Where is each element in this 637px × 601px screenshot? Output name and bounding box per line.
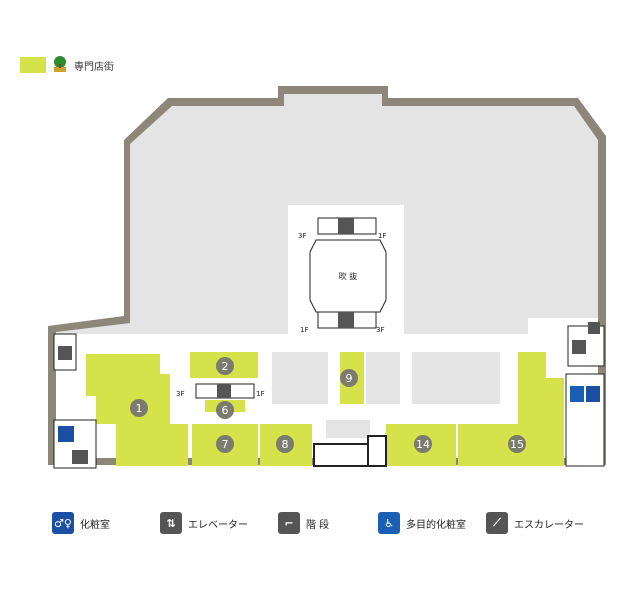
shop-number-8: 8 bbox=[282, 438, 289, 451]
legend-accessible: ♿ 多目的化粧室 bbox=[378, 512, 466, 534]
service-room-2 bbox=[367, 435, 387, 467]
bottom-legend: ♂♀ 化粧室 ⇅ エレベーター ⌐ 階 段 ♿ 多目的化粧室 ⟋ エスカレーター bbox=[0, 512, 637, 542]
accessible-restroom-icon: ♿ bbox=[378, 512, 400, 534]
shop-badge-15 bbox=[508, 435, 526, 453]
escalator-shop6-icon bbox=[217, 384, 231, 398]
shop-number-7: 7 bbox=[222, 438, 229, 451]
shop-badge-2 bbox=[216, 357, 234, 375]
shop-number-15: 15 bbox=[510, 438, 524, 451]
shop-number-1: 1 bbox=[136, 402, 143, 415]
specialty-swatch bbox=[20, 57, 46, 73]
legend-top: 専門店街 bbox=[20, 56, 114, 74]
box-d bbox=[326, 420, 370, 438]
left-elevator-icon bbox=[58, 346, 72, 360]
shop-badge-6 bbox=[216, 401, 234, 419]
service-room bbox=[313, 443, 371, 467]
left-stairs-icon bbox=[72, 450, 88, 464]
shop-badge-8 bbox=[276, 435, 294, 453]
legend-escalator: ⟋ エスカレーター bbox=[486, 512, 584, 534]
elevator-icon: ⇅ bbox=[160, 512, 182, 534]
box-c bbox=[412, 352, 500, 404]
box-a bbox=[272, 352, 328, 404]
shop-badge-7 bbox=[216, 435, 234, 453]
shop-badge-1 bbox=[130, 399, 148, 417]
legend-elevator: ⇅ エレベーター bbox=[160, 512, 248, 534]
esc-shop6-left-label: 3F bbox=[176, 390, 184, 398]
escalator-icon: ⟋ bbox=[486, 512, 508, 534]
shop-number-14: 14 bbox=[416, 438, 430, 451]
esc-upper-left-label: 3F bbox=[298, 232, 306, 240]
atrium-outline bbox=[309, 239, 387, 313]
atrium-label: 吹 抜 bbox=[339, 271, 358, 281]
specialty-label: 専門店街 bbox=[74, 61, 114, 73]
escalator-lower-icon bbox=[338, 312, 354, 328]
shop-number-9: 9 bbox=[346, 372, 353, 385]
restroom-icon: ♂♀ bbox=[52, 512, 74, 534]
box-b bbox=[366, 352, 400, 404]
legend-stairs: ⌐ 階 段 bbox=[278, 512, 329, 534]
esc-upper-right-label: 1F bbox=[378, 232, 386, 240]
left-restroom-icon bbox=[58, 426, 74, 442]
esc-lower-left-label: 1F bbox=[300, 326, 308, 334]
shop-badge-14 bbox=[414, 435, 432, 453]
shop-number-2: 2 bbox=[222, 360, 229, 373]
right-accessible-icon bbox=[570, 386, 584, 402]
right-stairs-icon bbox=[588, 322, 600, 334]
legend-restroom: ♂♀ 化粧室 bbox=[52, 512, 110, 534]
right-elevator-icon bbox=[572, 340, 586, 354]
escalator-upper-icon bbox=[338, 218, 354, 234]
right-restroom-icon bbox=[586, 386, 600, 402]
shop-number-6: 6 bbox=[222, 404, 229, 417]
tree-logo-icon bbox=[52, 56, 68, 74]
esc-lower-right-label: 3F bbox=[376, 326, 384, 334]
stairs-icon: ⌐ bbox=[278, 512, 300, 534]
shop-15[interactable] bbox=[458, 352, 564, 466]
shop-badge-9 bbox=[340, 369, 358, 387]
esc-shop6-right-label: 1F bbox=[256, 390, 264, 398]
